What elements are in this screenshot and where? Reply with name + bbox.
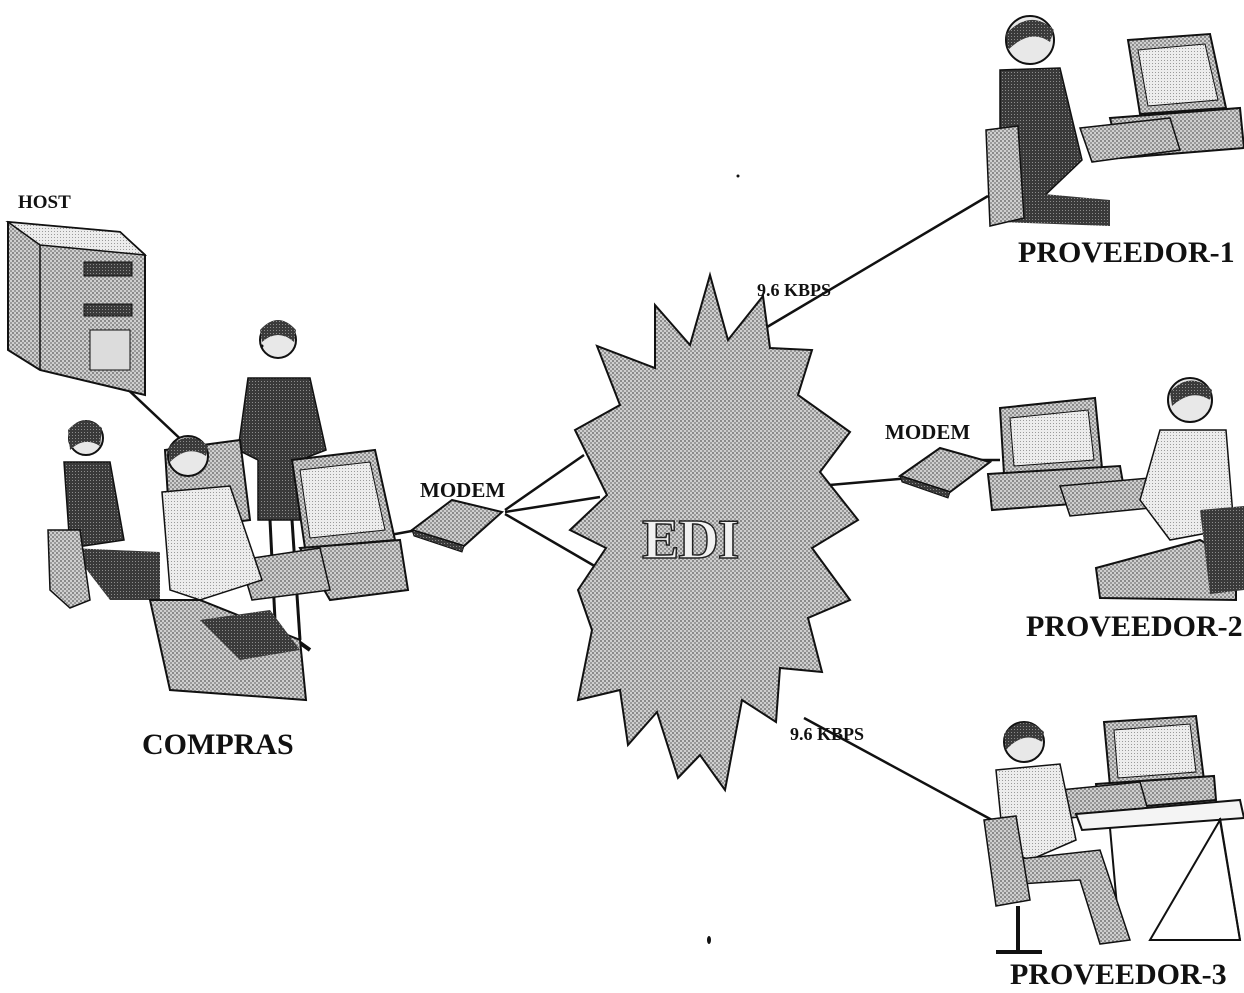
modem-icon-proveedor2	[897, 446, 993, 499]
modem-to-edi-line-a	[504, 453, 585, 512]
seated-man-figure	[148, 435, 308, 702]
compras-workgroup-illustration	[47, 320, 410, 702]
modem-label-compras: MODEM	[420, 478, 506, 502]
edi-starburst	[568, 271, 860, 793]
edi-label: EDI	[641, 508, 740, 572]
proveedor3-label: PROVEEDOR-3	[1010, 958, 1227, 991]
proveedor1-label: PROVEEDOR-1	[1018, 236, 1235, 269]
proveedor3-workstation-illustration	[983, 714, 1244, 954]
modem-label-proveedor2: MODEM	[885, 420, 971, 444]
proveedor1-link-speed-label: 9.6 KBPS	[757, 280, 832, 300]
seated-woman-figure	[47, 420, 160, 609]
stray-dot	[736, 174, 740, 178]
host-server-icon	[5, 220, 148, 397]
edi-to-modem2-line	[817, 476, 911, 488]
stray-dot	[260, 344, 264, 348]
modem-icon-compras	[409, 498, 505, 553]
edi-to-proveedor1-line	[761, 194, 989, 332]
edi-to-proveedor3-line	[803, 716, 993, 822]
host-label: HOST	[18, 192, 71, 213]
connection-lines	[119, 194, 1000, 822]
modem-to-edi-line-c	[504, 512, 599, 570]
compras-label: COMPRAS	[142, 728, 294, 761]
proveedor3-link-speed-label: 9.6 KBPS	[790, 724, 865, 744]
front-monitor-icon	[239, 448, 410, 602]
modem-to-edi-line-b	[504, 495, 601, 514]
proveedor1-workstation-illustration	[985, 15, 1244, 227]
proveedor2-label: PROVEEDOR-2	[1026, 610, 1243, 643]
proveedor2-workstation-illustration	[986, 377, 1244, 602]
host-to-compras-line	[119, 381, 191, 449]
stray-dot	[707, 936, 711, 944]
